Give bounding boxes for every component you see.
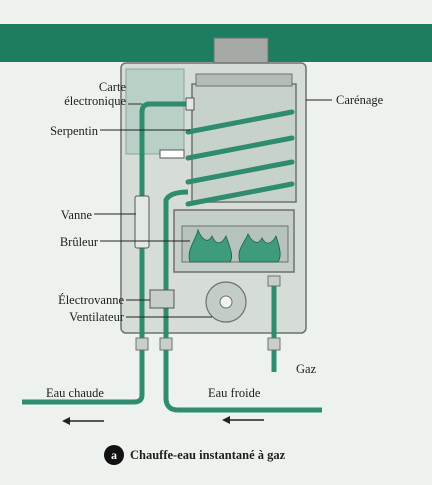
label-eau-froide: Eau froide (208, 386, 261, 400)
flow-arrows (62, 416, 264, 425)
figure-caption: a Chauffe-eau instantané à gaz (104, 444, 285, 466)
label-electrovanne: Électrovanne (58, 293, 124, 307)
label-ventilateur: Ventilateur (69, 310, 124, 324)
flame-icon (188, 228, 281, 263)
flue (213, 37, 269, 65)
solenoid-valve (149, 289, 175, 309)
label-vanne: Vanne (60, 208, 92, 222)
serpentin-coil (185, 109, 295, 207)
label-carte-electronique: Carte électronique (64, 80, 126, 108)
label-serpentin: Serpentin (50, 124, 98, 138)
label-gaz: Gaz (296, 362, 317, 376)
caption-text: Chauffe-eau instantané à gaz (130, 447, 286, 462)
label-carenage: Carénage (336, 93, 384, 107)
label-bruleur: Brûleur (59, 235, 98, 249)
caption-badge: a (104, 445, 124, 465)
leader-lines (94, 99, 332, 318)
sensor (159, 149, 185, 159)
valve (134, 195, 150, 249)
cold-water-pipe (163, 189, 322, 413)
top-band (0, 0, 432, 24)
circuit-board (125, 68, 185, 155)
label-eau-chaude: Eau chaude (46, 386, 104, 400)
